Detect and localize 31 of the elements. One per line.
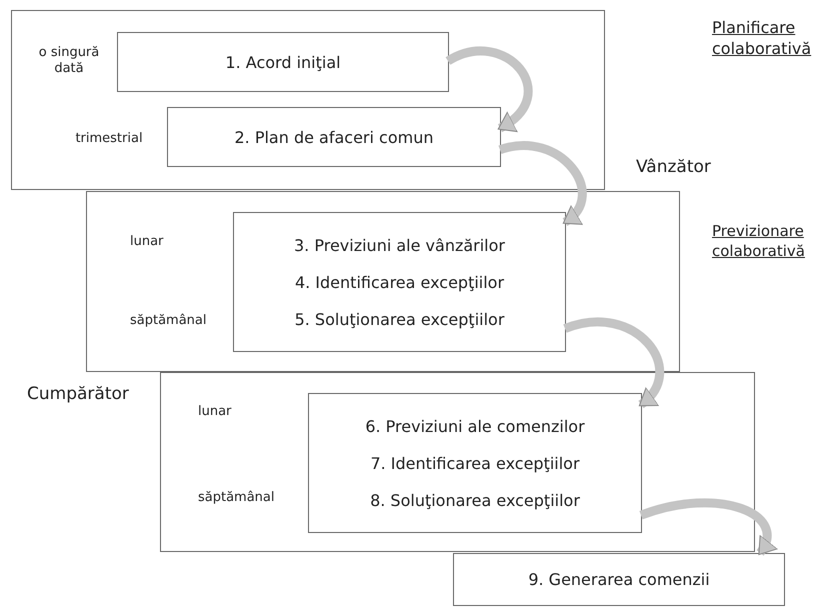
frequency-label: săptămânal [198,490,275,507]
role-label: Cumpărător [27,383,129,406]
panel [160,372,755,552]
step-text: 7. Identificarea excepţiilor [370,454,580,472]
step-text: 4. Identificarea excepţiilor [294,272,504,292]
process-box [308,393,642,533]
step-text: 9. Generarea comenzii [528,570,710,589]
frequency-label: o singură dată [38,45,100,78]
process-box [117,32,449,92]
frequency-label: lunar [130,234,164,251]
curved-arrow [498,141,587,226]
phase-heading: Previzionare colaborativă [712,222,806,261]
phase-heading: Planificare colaborativă [712,18,812,60]
curved-arrow [564,317,664,408]
process-box [233,212,566,352]
step-text: 1. Acord iniţial [225,52,341,72]
panel [11,10,605,190]
frequency-label: săptămânal [130,313,207,330]
role-label: Vânzător [636,156,711,178]
step-text: 6. Previziuni ale comenzilor [365,416,585,436]
step-text: 8. Soluţionarea excepţiilor [370,490,580,510]
curved-arrow [640,498,778,556]
frequency-label: trimestrial [74,131,144,148]
step-text: 3. Previziuni ale vânzărilor [294,236,505,254]
step-text: 5. Soluţionarea excepţiilor [294,310,504,328]
frequency-label: lunar [198,404,232,421]
process-box [453,553,785,606]
curved-arrow [446,46,532,132]
step-text: 2. Plan de afaceri comun [234,128,434,146]
process-box [167,107,501,167]
panel [86,191,680,372]
